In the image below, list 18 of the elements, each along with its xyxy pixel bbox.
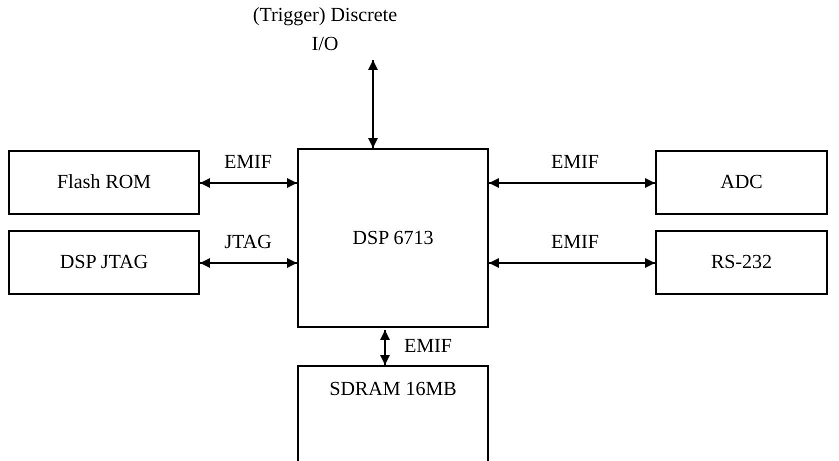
block-box: ADC (655, 150, 828, 215)
double-arrow (200, 178, 297, 188)
block-box: SDRAM 16MB (297, 365, 489, 461)
block-box: Flash ROM (8, 150, 200, 215)
block-box: RS-232 (655, 230, 828, 295)
edge-label: JTAG (224, 230, 272, 254)
double-arrow (489, 178, 655, 188)
double-arrow (489, 258, 655, 268)
block-box: DSP 6713 (297, 148, 489, 328)
double-arrow (200, 258, 297, 268)
double-arrow (380, 330, 390, 365)
block-box: DSP JTAG (8, 230, 200, 295)
edge-label: EMIF (551, 230, 599, 254)
edge-label: EMIF (224, 150, 272, 174)
text-label: (Trigger) Discrete I/O (250, 2, 400, 58)
edge-label: EMIF (551, 150, 599, 174)
double-arrow (368, 60, 378, 148)
edge-label: EMIF (404, 334, 452, 358)
